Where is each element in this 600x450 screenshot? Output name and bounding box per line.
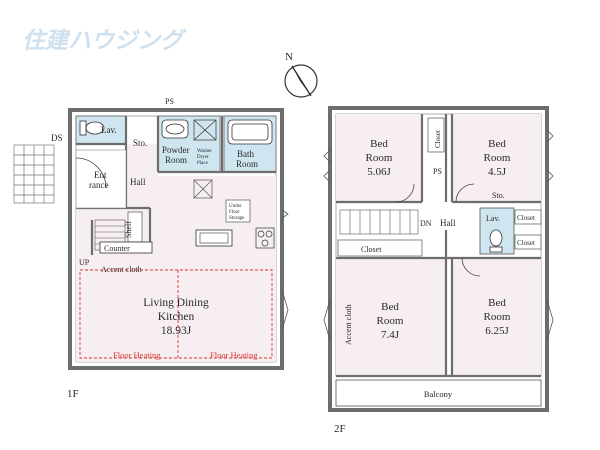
sto-label-2f: Sto. <box>492 191 505 200</box>
bed-room-2-label-2: Room <box>484 152 511 164</box>
bed-room-3-label-1: Bed <box>381 301 399 313</box>
under-floor-label-2: Floor <box>229 210 240 215</box>
entrance-label-2: rance <box>89 180 108 190</box>
entrance-door-icon <box>75 157 107 189</box>
closet-hall <box>337 239 423 257</box>
entrance-label-1: Ent <box>94 170 107 180</box>
compass-north-label: N <box>285 51 293 63</box>
bed-room-2-label-1: Bed <box>488 138 506 150</box>
bed-room-4 <box>452 258 541 376</box>
accent-cloth-label-1f: Accent cloth <box>101 265 142 274</box>
closet-small-2-label: Closet <box>517 239 535 247</box>
bed-room-4-label-1: Bed <box>488 297 506 309</box>
washer-label-1: Washer <box>197 149 212 154</box>
floor-hatch-icon <box>193 179 213 199</box>
closet-bed-1 <box>427 117 445 153</box>
lav-label-1f: Lav. <box>101 125 117 135</box>
balcony-label: Balcony <box>424 389 453 399</box>
floor-1-plan: Lav. DS Sto. PS Powder Room Washer Dryer… <box>13 97 289 400</box>
hall-area <box>126 144 158 208</box>
staircase-2f <box>339 209 419 235</box>
washer-label-2: Dryer <box>197 155 209 160</box>
bathtub-icon <box>227 119 273 145</box>
bath-room-label-2: Room <box>236 159 258 169</box>
accent-cloth-label-2f: Accent cloth <box>344 304 353 345</box>
stove-icon <box>255 227 275 249</box>
floor-heating-zones <box>79 269 273 359</box>
counter <box>99 241 153 254</box>
ldk-label-1: Living Dining <box>143 297 209 309</box>
under-floor-label-1: Under <box>229 204 242 209</box>
closet-small-1 <box>514 209 542 225</box>
ds-label: DS <box>51 133 63 143</box>
bed-room-1-label-3: 5.06J <box>367 166 391 178</box>
bed-room-1-label-2: Room <box>366 152 393 164</box>
ps-label-2f: PS <box>433 167 442 176</box>
entrance-deck <box>13 144 55 204</box>
dn-label: DN <box>420 219 432 228</box>
bed-room-2 <box>452 114 541 202</box>
counter-label: Counter <box>104 244 130 253</box>
closet-small-2 <box>514 234 542 250</box>
hall-label-2f: Hall <box>440 218 456 228</box>
bed-room-4-label-3: 6.25J <box>485 325 509 337</box>
lav-label-2f: Lav. <box>486 214 500 223</box>
bed-room-3 <box>336 258 446 376</box>
closet-bed-1-label: Closet <box>434 130 442 148</box>
ldk-label-2: Kitchen <box>158 311 195 323</box>
shelf-label: Shelf <box>124 221 133 238</box>
bath-room-label-1: Bath <box>237 149 254 159</box>
washer-label-3: Place <box>197 161 209 166</box>
hall-label-1f: Hall <box>130 177 146 187</box>
ldk-area <box>76 208 276 362</box>
bed-room-1-label-1: Bed <box>370 138 388 150</box>
bed-room-3-label-3: 7.4J <box>381 329 400 341</box>
closet-hall-label: Closet <box>361 245 382 254</box>
powder-room-label-2: Room <box>165 155 187 165</box>
kitchen-sink <box>195 229 233 247</box>
bed-room-3-label-2: Room <box>377 315 404 327</box>
closet-small-1-label: Closet <box>517 214 535 222</box>
powder-room-label-1: Powder <box>162 145 190 155</box>
bed-room-1 <box>336 114 422 202</box>
company-logo: 住建ハウジング <box>22 27 187 53</box>
entrance-floor <box>75 149 127 209</box>
floor-2-caption: 2F <box>334 423 346 435</box>
windows-1f <box>281 209 289 331</box>
under-floor-storage <box>225 199 251 223</box>
under-floor-label-3: Storage <box>229 216 245 221</box>
bed-room-4-label-2: Room <box>484 311 511 323</box>
north-compass-icon: N <box>284 51 318 98</box>
ps-label-1f: PS <box>165 97 174 106</box>
floor-2-plan: Closet PS Bed Room 5.06J Bed Room 4.5J B… <box>323 106 554 435</box>
floor-heating-label-2: Floor Heating <box>210 350 258 360</box>
floor-1-caption: 1F <box>67 388 79 400</box>
bed-room-2-label-3: 4.5J <box>488 166 507 178</box>
floor-heating-label-1: Floor Heating <box>113 350 161 360</box>
up-label: UP <box>79 258 90 267</box>
washbasin-icon <box>161 119 189 139</box>
windows-2f <box>323 129 554 341</box>
washer-box-icon <box>193 119 217 141</box>
sto-label-1f: Sto. <box>133 138 147 148</box>
ldk-label-3: 18.93J <box>161 325 192 337</box>
balcony <box>335 379 542 407</box>
doors-2f <box>395 183 481 277</box>
toilet-icon <box>79 120 105 136</box>
toilet-icon-2f <box>489 229 503 253</box>
